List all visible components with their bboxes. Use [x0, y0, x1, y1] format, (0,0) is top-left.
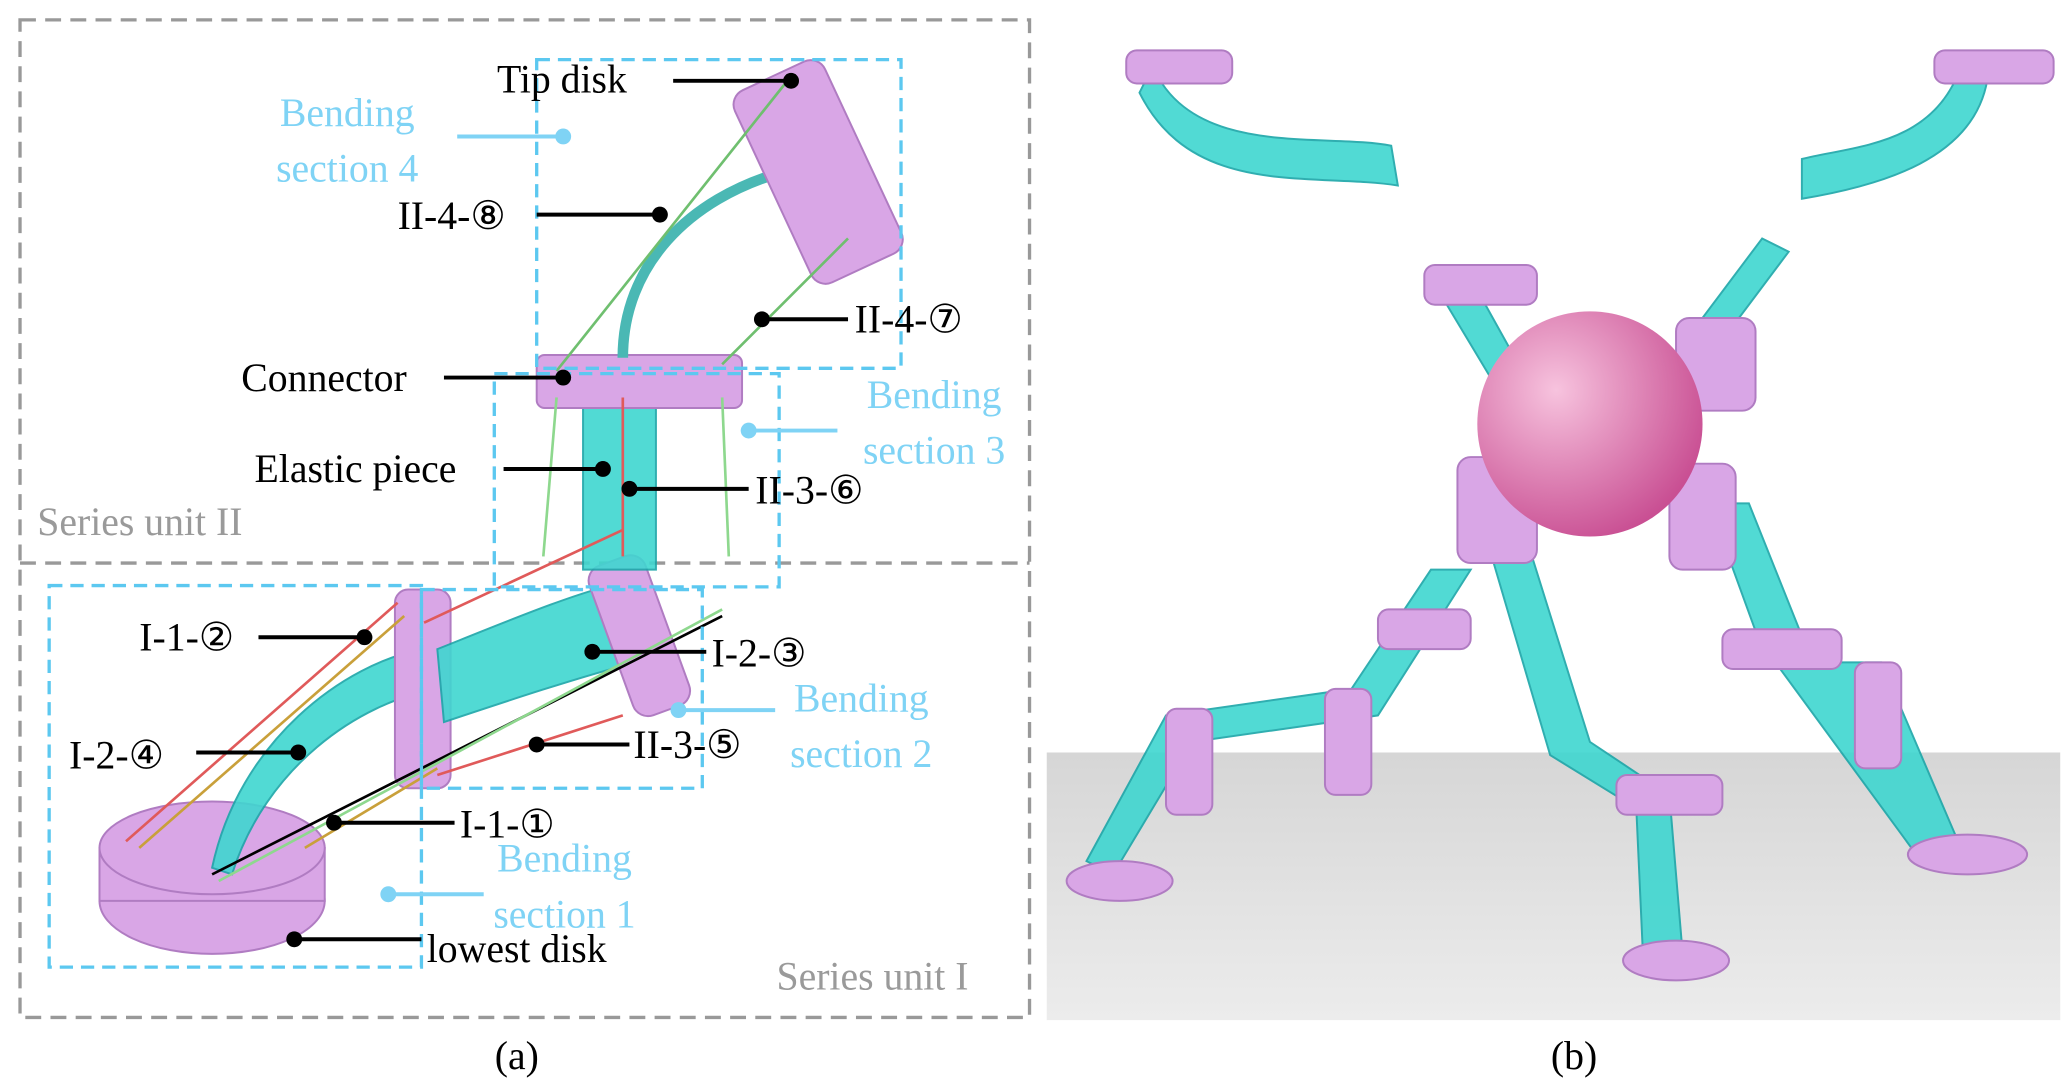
caption-a: (a) — [495, 1034, 539, 1078]
continuum-arm-illustration — [98, 59, 904, 955]
label-elastic-piece: Elastic piece — [255, 447, 457, 491]
label-section-4-line1: Bending — [280, 91, 415, 135]
label-section-1-line2: section 1 — [493, 892, 635, 936]
panel-b: (b) — [1046, 49, 2061, 1078]
label-section-2-line2: section 2 — [790, 732, 932, 776]
bending-section-3-box — [492, 371, 781, 589]
caption-b: (b) — [1551, 1034, 1597, 1078]
label-ii-3-5: II-3-⑤ — [633, 723, 741, 767]
label-lowest-disk: lowest disk — [427, 927, 607, 971]
label-i-2-4: I-2-④ — [69, 733, 164, 777]
label-i-1-2: I-1-② — [139, 615, 234, 659]
label-connector: Connector — [241, 356, 407, 400]
label-section-1-line1: Bending — [497, 837, 632, 881]
bending-section-1-box — [47, 583, 424, 969]
label-series-unit-i: Series unit I — [776, 955, 968, 999]
series-unit-box — [18, 18, 1032, 1020]
leader-lines — [196, 72, 849, 948]
label-section-4-line2: section 4 — [276, 147, 418, 191]
label-section-3-line2: section 3 — [863, 429, 1005, 473]
body-sphere — [1477, 311, 1703, 537]
label-ii-4-8: II-4-⑧ — [398, 194, 506, 238]
label-section-2-line1: Bending — [794, 676, 929, 720]
label-section-3-line1: Bending — [867, 373, 1002, 417]
panel-a: Tip disk II-4-⑧ II-4-⑦ Connector Elastic… — [18, 18, 1032, 1078]
label-ii-4-7: II-4-⑦ — [855, 298, 963, 342]
label-series-unit-ii: Series unit II — [37, 500, 242, 544]
section-leaders — [380, 128, 838, 903]
label-i-1-1: I-1-① — [460, 802, 555, 846]
label-tip-disk: Tip disk — [497, 58, 627, 102]
quadruped-robot-render — [1065, 49, 2055, 982]
label-i-2-3: I-2-③ — [712, 631, 807, 675]
label-ii-3-6: II-3-⑥ — [755, 468, 863, 512]
